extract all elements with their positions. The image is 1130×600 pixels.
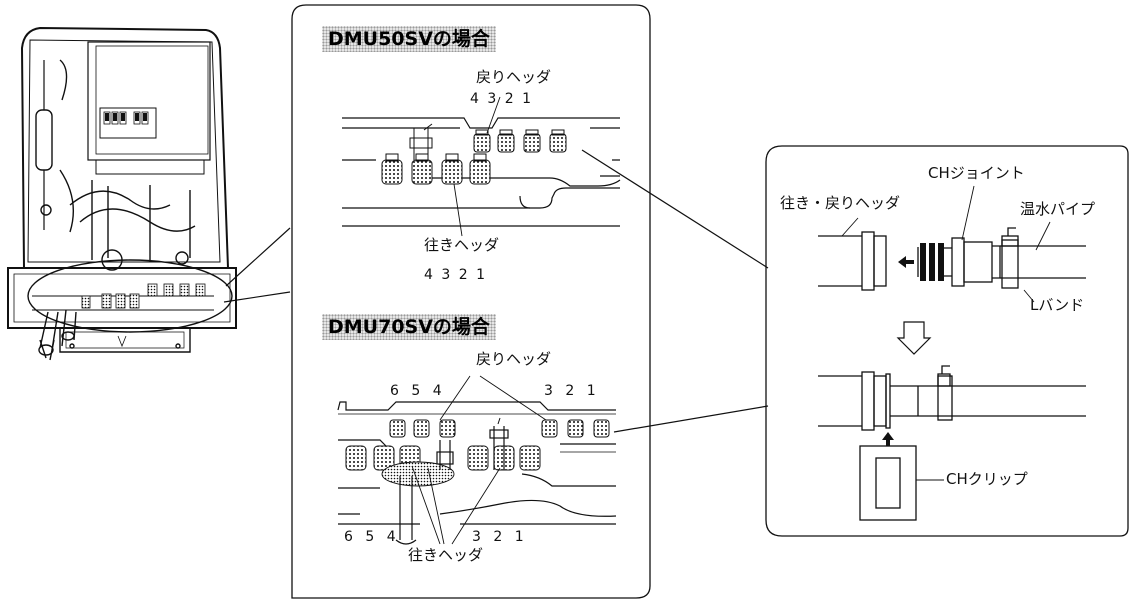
dmu50-detail xyxy=(342,96,621,237)
ch-joint-label: CHジョイント xyxy=(928,164,1025,182)
dmu50-return-header-label: 戻りヘッダ xyxy=(476,68,552,86)
left-arrow-icon xyxy=(898,256,914,268)
callout-lines-50 xyxy=(581,149,769,269)
dmu70-supply-numbers-right: 3 2 1 xyxy=(472,529,524,545)
hot-water-pipe-label: 温水パイプ xyxy=(1020,200,1096,218)
dmu70-return-numbers-left: 6 5 4 xyxy=(390,383,442,399)
up-arrow-icon xyxy=(882,432,894,446)
dmu50-supply-header-label: 往きヘッダ xyxy=(424,236,500,254)
l-band-label: Lバンド xyxy=(1030,296,1085,314)
dmu50-return-numbers: 4 3 2 1 xyxy=(470,91,531,107)
dmu70-return-header-label: 戻りヘッダ xyxy=(476,350,552,368)
dmu50-supply-numbers: 4 3 2 1 xyxy=(424,267,485,283)
callout-lines-70 xyxy=(613,405,769,433)
callout-lines-left xyxy=(223,227,291,303)
dmu70-supply-header-label: 往きヘッダ xyxy=(408,546,484,564)
dmu70-detail xyxy=(337,375,617,545)
ch-clip-label: CHクリップ xyxy=(946,470,1028,488)
unit-overview xyxy=(7,26,237,361)
header-label: 往き・戻りヘッダ xyxy=(780,194,901,212)
dmu70-return-numbers-right: 3 2 1 xyxy=(544,383,596,399)
center-panel-frame xyxy=(291,4,651,599)
dmu50-title: DMU50SVの場合 xyxy=(322,26,496,52)
joint-panel-frame xyxy=(765,145,1129,537)
dmu70-supply-numbers-left: 6 5 4 xyxy=(344,529,396,545)
joint-before xyxy=(818,185,1086,303)
dmu70-title: DMU70SVの場合 xyxy=(322,314,496,340)
hollow-down-arrow-icon xyxy=(896,321,932,355)
joint-after xyxy=(818,365,1086,521)
